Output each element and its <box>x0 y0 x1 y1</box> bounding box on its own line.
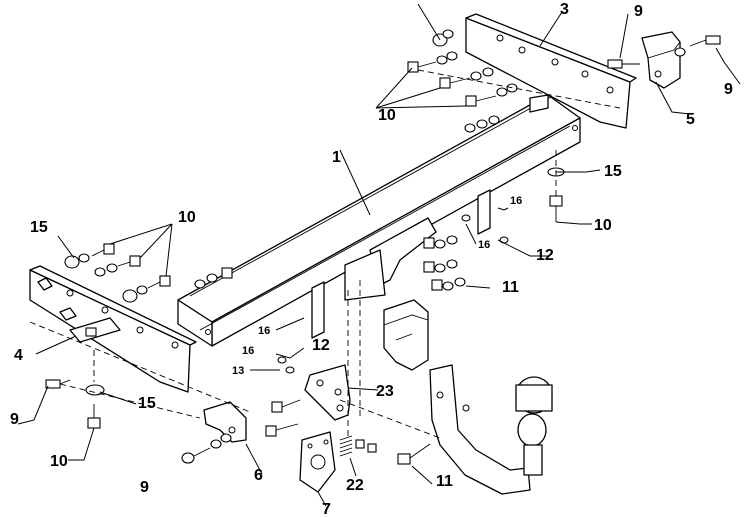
callout-1: 1 <box>332 149 341 166</box>
assembly-lines <box>29 69 621 440</box>
right-side-bracket <box>465 13 637 129</box>
callout-16-center: 16 <box>242 345 254 357</box>
center-brackets <box>311 189 491 339</box>
callout-13: 13 <box>232 365 244 377</box>
callout-6: 6 <box>254 467 263 484</box>
callout-10-top: 10 <box>378 107 396 124</box>
end-cap-right <box>641 31 681 89</box>
callout-9-right: 9 <box>724 81 733 98</box>
callout-16-right-top: 16 <box>510 195 522 207</box>
callout-10-left-top: 10 <box>178 209 196 226</box>
callout-22: 22 <box>346 477 364 494</box>
callout-15-left-bottom: 15 <box>138 395 156 412</box>
cross-beam <box>177 91 581 347</box>
callout-3: 3 <box>560 1 569 18</box>
callout-labels: 1 3 4 5 6 7 9 9 9 9 10 10 10 10 11 11 12… <box>10 1 733 517</box>
left-side-bracket <box>29 265 197 393</box>
callout-16-center-top: 16 <box>258 325 270 337</box>
callout-11-center: 11 <box>502 279 519 296</box>
callout-9-left: 9 <box>10 411 19 428</box>
callout-11-bottom: 11 <box>436 473 453 490</box>
spring <box>339 435 377 457</box>
callout-5: 5 <box>686 111 695 128</box>
socket-plate <box>299 431 336 493</box>
callout-9-top: 9 <box>634 3 643 20</box>
callout-23: 23 <box>376 383 394 400</box>
callout-15-right: 15 <box>604 163 622 180</box>
callout-10-left-bottom: 10 <box>50 453 68 470</box>
coupling-bracket <box>304 364 351 421</box>
callout-10-right: 10 <box>594 217 612 234</box>
callout-12-right: 12 <box>536 247 554 264</box>
hardware-bolts <box>45 29 721 465</box>
tow-ball-neck <box>429 364 553 495</box>
socket-block <box>383 299 429 371</box>
callout-15-left: 15 <box>30 219 48 236</box>
callout-16-right: 16 <box>478 239 490 251</box>
left-lower-bracket <box>203 401 247 443</box>
callout-7: 7 <box>322 501 331 517</box>
callout-9-bottom: 9 <box>140 479 149 496</box>
callout-12-center: 12 <box>312 337 330 354</box>
leader-lines <box>17 3 741 507</box>
callout-4: 4 <box>14 347 23 364</box>
